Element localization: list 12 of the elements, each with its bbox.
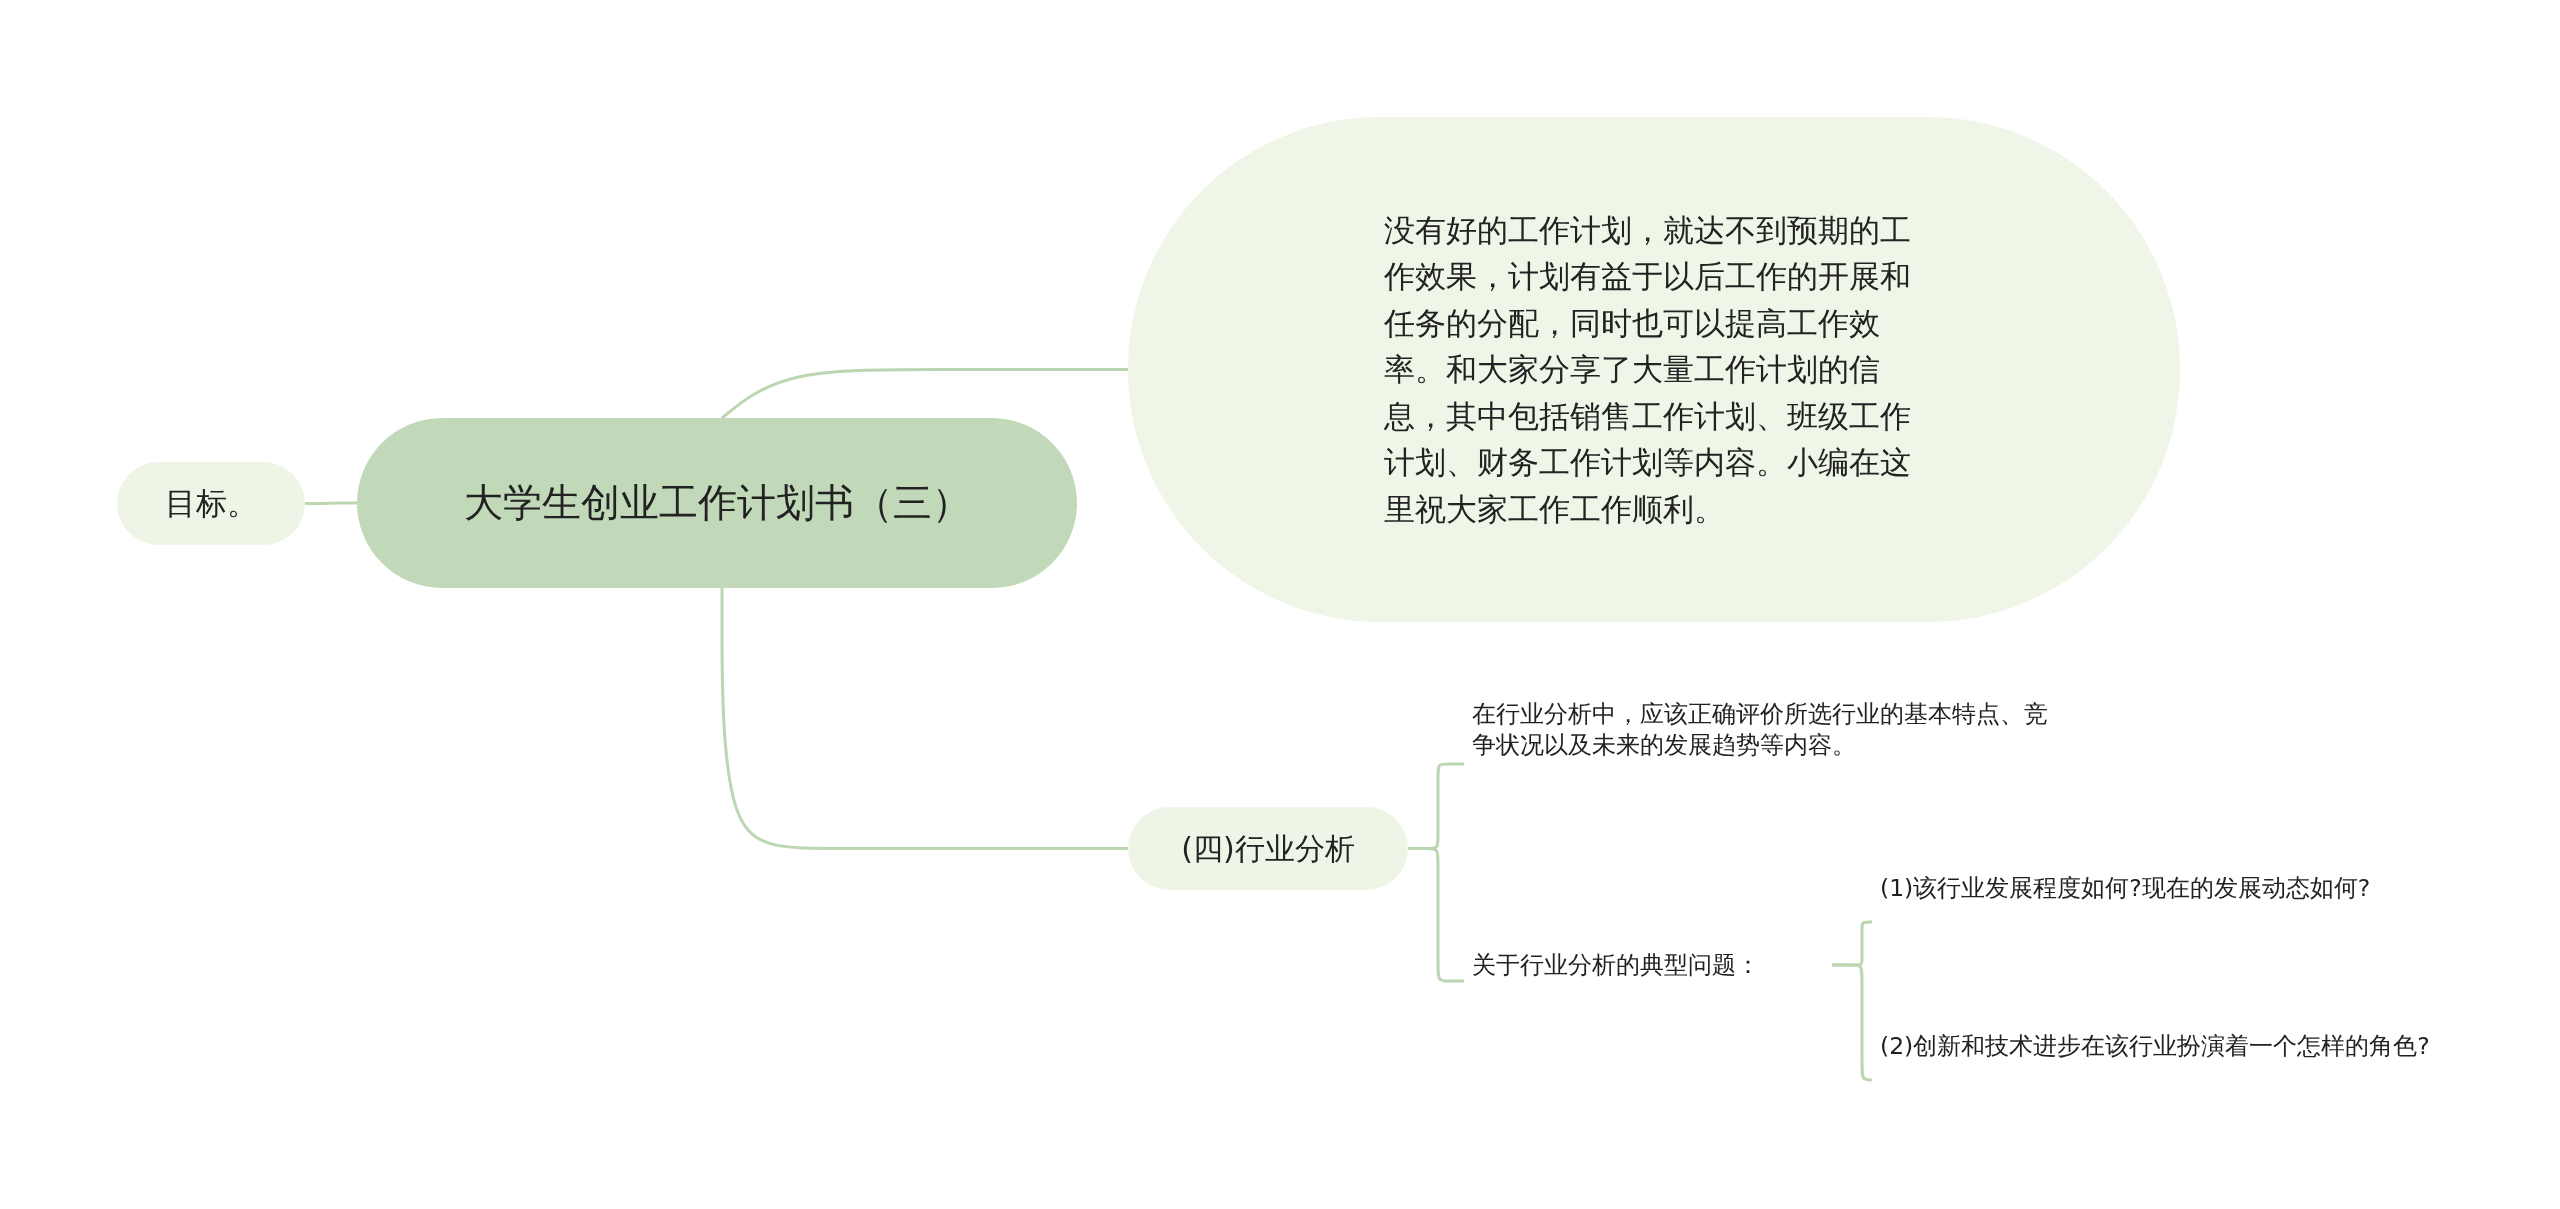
node-text: 没有好的工作计划，就达不到预期的工作效果，计划有益于以后工作的开展和任务的分配，同时也可以提高工作效率。和大家分享了大量工作计划的信息，其中包括销售工作计划、班级工作计划、财务工作计划等内容。小编在这里祝大家工作工作顺利。	[1384, 210, 1912, 529]
connector-line	[305, 501, 357, 505]
branch-text: (1)该行业发展程度如何?现在的发展动态如何?	[1880, 850, 2440, 926]
node-text: (四)行业分析	[1180, 830, 1356, 868]
connector-line	[1832, 963, 1874, 1082]
branch-text: (2)创新和技术进步在该行业扮演着一个怎样的角色?	[1880, 1008, 2440, 1084]
node-text: 目标。	[163, 484, 259, 524]
node-text: 大学生创业工作计划书（三）	[462, 478, 972, 527]
branch-text: 关于行业分析的典型问题：	[1472, 945, 1832, 985]
branch-text: 在行业分析中，应该正确评价所选行业的基本特点、竞争状况以及未来的发展趋势等内容。	[1472, 692, 2052, 768]
connector-line	[720, 588, 1128, 850]
connector-line	[721, 368, 1128, 420]
